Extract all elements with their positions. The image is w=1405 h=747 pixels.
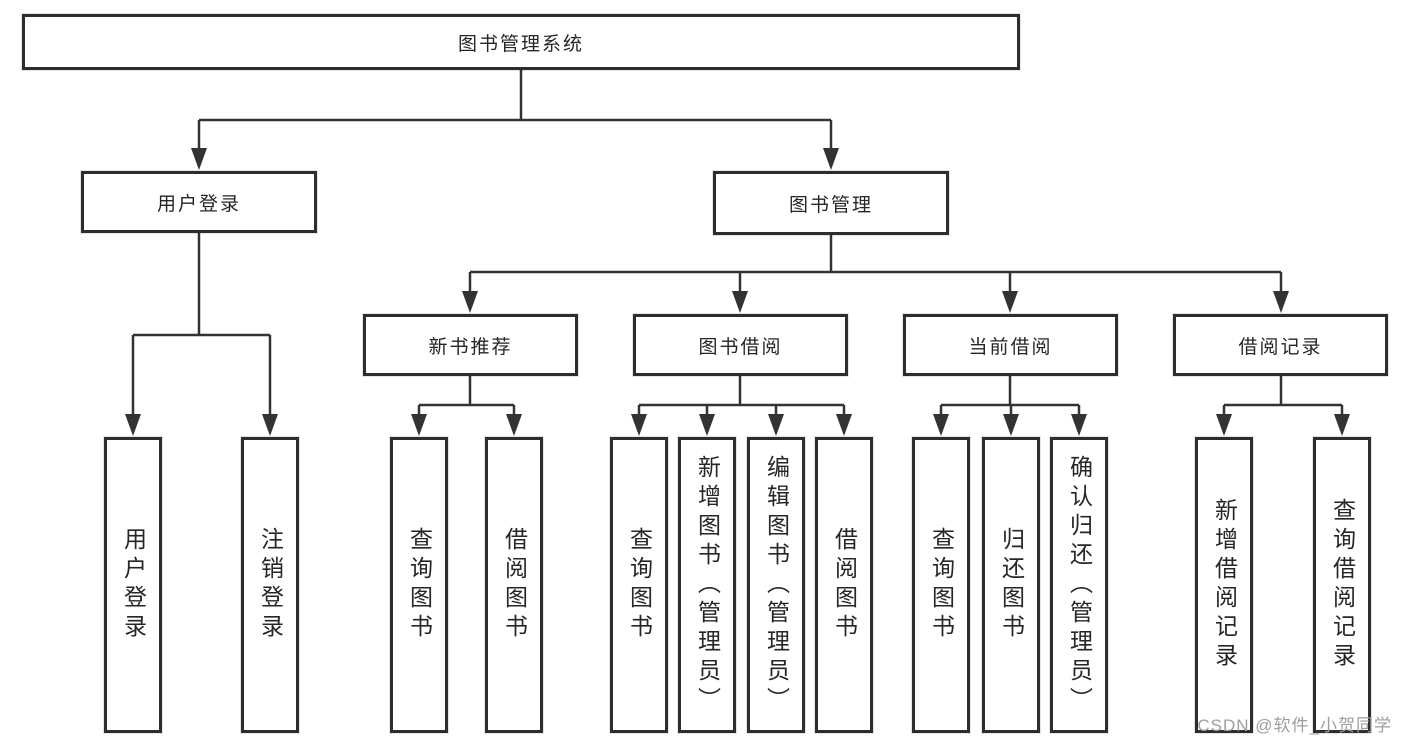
arrowhead-icon bbox=[1002, 291, 1018, 313]
arrowhead-icon bbox=[699, 414, 715, 436]
arrowhead-icon bbox=[191, 148, 207, 170]
arrowhead-icon bbox=[933, 414, 949, 436]
leaf-borrow-books-recommend: 借阅图书 bbox=[485, 437, 543, 733]
arrowhead-icon bbox=[631, 414, 647, 436]
connector-line bbox=[131, 233, 272, 418]
leaf-edit-book-admin: 编辑图书（管理员） bbox=[747, 437, 805, 733]
node-borrowing-records: 借阅记录 bbox=[1173, 314, 1388, 376]
arrowhead-icon bbox=[125, 414, 141, 436]
arrowhead-icon bbox=[1273, 291, 1289, 313]
node-book-management: 图书管理 bbox=[713, 171, 949, 235]
node-library-management-system: 图书管理系统 bbox=[22, 14, 1020, 70]
leaf-query-books-current: 查询图书 bbox=[912, 437, 970, 733]
arrowhead-icon bbox=[1216, 414, 1232, 436]
arrowhead-icon bbox=[823, 148, 839, 170]
arrowhead-icon bbox=[262, 414, 278, 436]
watermark: CSDN @软件_小贺同学 bbox=[1197, 716, 1392, 735]
arrowhead-icon bbox=[836, 414, 852, 436]
leaf-logout: 注销登录 bbox=[241, 437, 299, 733]
leaf-query-books-borrow: 查询图书 bbox=[610, 437, 668, 733]
arrowhead-icon bbox=[732, 291, 748, 313]
connector-line bbox=[417, 376, 516, 418]
arrowhead-icon bbox=[462, 291, 478, 313]
connector-line bbox=[468, 235, 1283, 295]
arrowhead-icon bbox=[1334, 414, 1350, 436]
connector-line bbox=[939, 376, 1081, 418]
leaf-confirm-return-admin: 确认归还（管理员） bbox=[1050, 437, 1108, 733]
arrowhead-icon bbox=[1071, 414, 1087, 436]
arrowhead-icon bbox=[1003, 414, 1019, 436]
leaf-add-borrow-record: 新增借阅记录 bbox=[1195, 437, 1253, 733]
leaf-return-books: 归还图书 bbox=[982, 437, 1040, 733]
leaf-borrow-books: 借阅图书 bbox=[815, 437, 873, 733]
node-new-book-recommendation: 新书推荐 bbox=[363, 314, 578, 376]
node-current-borrowing: 当前借阅 bbox=[903, 314, 1118, 376]
leaf-user-login: 用户登录 bbox=[104, 437, 162, 733]
connector-line bbox=[637, 376, 846, 418]
arrowhead-icon bbox=[768, 414, 784, 436]
leaf-add-book-admin: 新增图书（管理员） bbox=[678, 437, 736, 733]
node-book-borrowing: 图书借阅 bbox=[633, 314, 848, 376]
leaf-query-books-recommend: 查询图书 bbox=[390, 437, 448, 733]
leaf-query-borrow-record: 查询借阅记录 bbox=[1313, 437, 1371, 733]
arrowhead-icon bbox=[506, 414, 522, 436]
arrowhead-icon bbox=[411, 414, 427, 436]
connector-line bbox=[197, 70, 833, 152]
node-user-login: 用户登录 bbox=[81, 171, 317, 233]
connector-line bbox=[1222, 376, 1344, 418]
